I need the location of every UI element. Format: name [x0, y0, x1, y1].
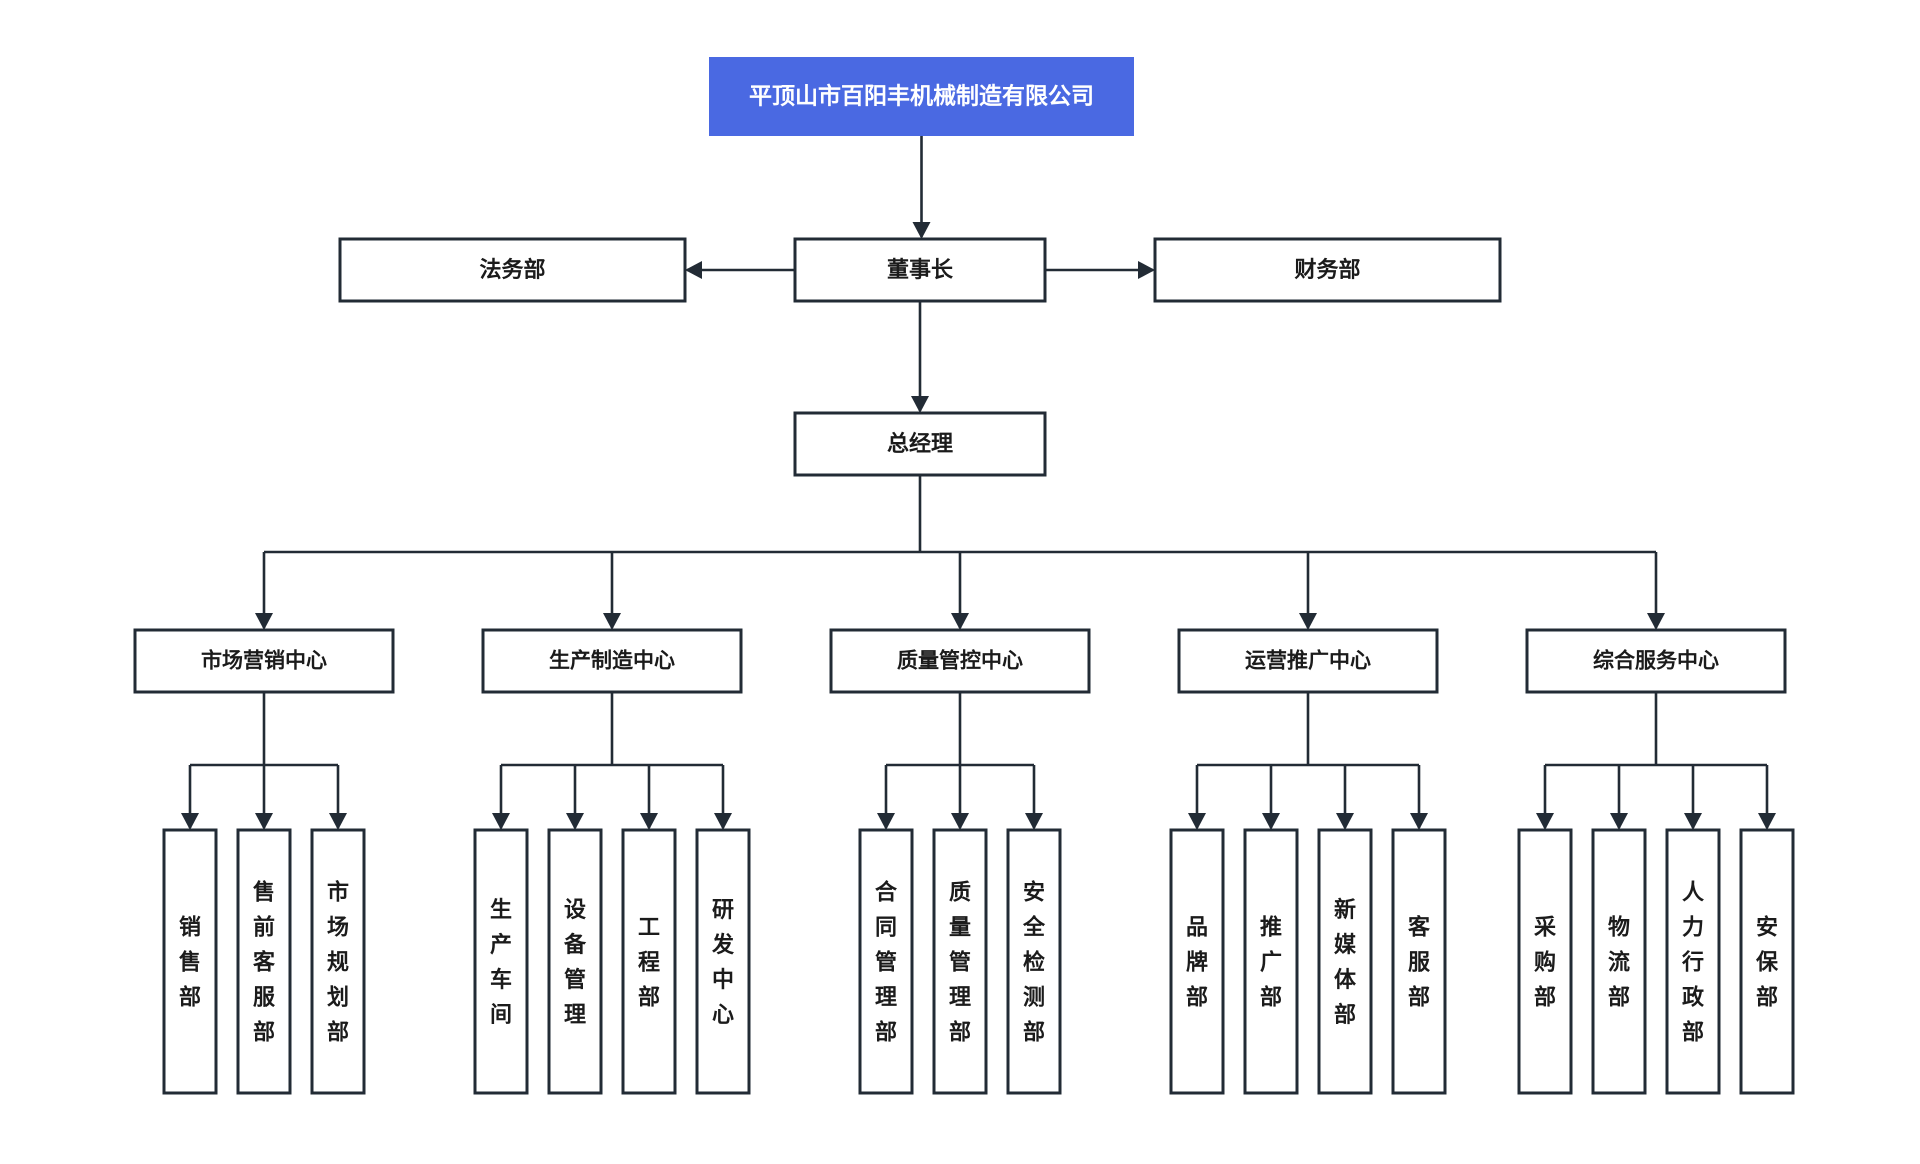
department-box-1-3[interactable]: [310, 828, 366, 1095]
legal-department-box[interactable]: [338, 237, 687, 303]
chairman-label: 董事长: [887, 257, 954, 282]
center-label-1: 市场营销中心: [201, 649, 327, 673]
department-box-3-3[interactable]: [1006, 828, 1062, 1095]
arrow-down-icon: [255, 613, 273, 630]
arrow-down-icon: [1610, 813, 1628, 830]
center-label-3: 质量管控中心: [897, 649, 1023, 673]
arrow-right-icon: [1138, 261, 1155, 279]
department-label-1-2: 售前客服部: [253, 880, 276, 1045]
department-label-5-2: 物流部: [1608, 915, 1630, 1010]
legal-department-label: 法务部: [479, 257, 545, 282]
arrow-down-icon: [329, 813, 347, 830]
department-box-2-1[interactable]: [473, 828, 529, 1095]
department-box-5-2[interactable]: [1591, 828, 1647, 1095]
department-label-2-1: 生产车间: [490, 897, 512, 1027]
department-label-3-1: 合同管理部: [875, 880, 898, 1045]
center-box-5[interactable]: [1525, 628, 1787, 694]
arrow-down-icon: [492, 813, 510, 830]
department-label-4-3: 新媒体部: [1334, 897, 1357, 1027]
department-label-2-2: 设备管理: [563, 897, 587, 1027]
department-box-5-4[interactable]: [1739, 828, 1795, 1095]
arrow-down-icon: [1188, 813, 1206, 830]
department-label-1-1: 销售部: [179, 915, 201, 1010]
department-label-3-2: 质量管理部: [949, 880, 971, 1045]
department-label-4-2: 推广部: [1260, 915, 1282, 1010]
department-label-5-3: 人力行政部: [1681, 880, 1705, 1045]
arrow-down-icon: [1262, 813, 1280, 830]
department-box-2-2[interactable]: [547, 828, 603, 1095]
arrow-down-icon: [181, 813, 199, 830]
department-label-1-3: 市场规划部: [327, 880, 349, 1045]
department-label-2-4: 研发中心: [711, 897, 735, 1027]
arrow-down-icon: [1647, 613, 1665, 630]
arrow-down-icon: [255, 813, 273, 830]
arrow-down-icon: [877, 813, 895, 830]
arrow-down-icon: [566, 813, 584, 830]
department-box-1-2[interactable]: [236, 828, 292, 1095]
department-label-4-4: 客服部: [1408, 915, 1431, 1010]
arrow-down-icon: [1336, 813, 1354, 830]
arrow-down-icon: [1536, 813, 1554, 830]
department-box-4-2[interactable]: [1243, 828, 1299, 1095]
finance-department-box[interactable]: [1153, 237, 1502, 303]
center-label-4: 运营推广中心: [1245, 649, 1371, 673]
company-root-label: 平顶山市百阳丰机械制造有限公司: [749, 83, 1094, 109]
department-label-4-1: 品牌部: [1186, 915, 1208, 1010]
department-box-2-3[interactable]: [621, 828, 677, 1095]
finance-department-label: 财务部: [1294, 257, 1360, 282]
arrow-down-icon: [911, 396, 929, 413]
arrow-down-icon: [1684, 813, 1702, 830]
department-label-5-4: 安保部: [1755, 915, 1779, 1010]
department-box-3-2[interactable]: [932, 828, 988, 1095]
department-box-3-1[interactable]: [858, 828, 914, 1095]
department-box-5-1[interactable]: [1517, 828, 1573, 1095]
center-box-2[interactable]: [481, 628, 743, 694]
company-root-box[interactable]: [709, 57, 1134, 136]
arrow-down-icon: [1758, 813, 1776, 830]
center-box-3[interactable]: [829, 628, 1091, 694]
department-label-5-1: 采购部: [1534, 915, 1556, 1010]
department-box-1-1[interactable]: [162, 828, 218, 1095]
arrow-left-icon: [685, 261, 702, 279]
arrow-down-icon: [714, 813, 732, 830]
center-box-4[interactable]: [1177, 628, 1439, 694]
arrow-down-icon: [603, 613, 621, 630]
arrow-down-icon: [1299, 613, 1317, 630]
arrow-down-icon: [640, 813, 658, 830]
department-box-4-3[interactable]: [1317, 828, 1373, 1095]
center-label-2: 生产制造中心: [549, 649, 675, 673]
department-box-4-4[interactable]: [1391, 828, 1447, 1095]
arrow-down-icon: [1025, 813, 1043, 830]
arrow-down-icon: [951, 613, 969, 630]
department-label-2-3: 工程部: [638, 915, 660, 1010]
center-box-1[interactable]: [133, 628, 395, 694]
arrow-down-icon: [1410, 813, 1428, 830]
arrow-down-icon: [912, 222, 931, 239]
center-label-5: 综合服务中心: [1593, 649, 1719, 673]
department-box-5-3[interactable]: [1665, 828, 1721, 1095]
department-label-3-3: 安全检测部: [1022, 880, 1046, 1045]
department-box-2-4[interactable]: [695, 828, 751, 1095]
department-box-4-1[interactable]: [1169, 828, 1225, 1095]
chairman-box[interactable]: [793, 237, 1047, 303]
arrow-down-icon: [951, 813, 969, 830]
general-manager-label: 总经理: [887, 431, 953, 456]
